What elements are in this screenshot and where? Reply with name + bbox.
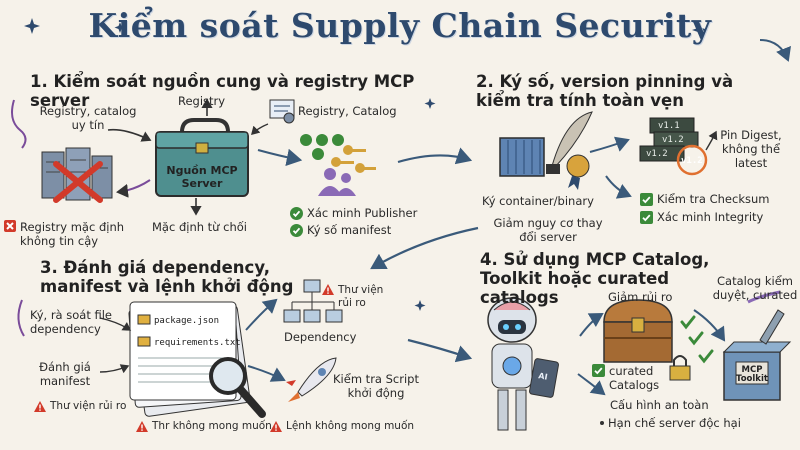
- limit-server-item: Hạn chế server độc hại: [600, 416, 741, 430]
- seal-badge-icon: [566, 154, 590, 190]
- version-chip-1: v1.1: [658, 121, 680, 131]
- registry-catalog-monitor-icon: [269, 99, 295, 124]
- limit-server-label: Hạn chế server độc hại: [608, 416, 741, 430]
- section-2-heading: 2. Ký số, version pinning và kiểm tra tí…: [476, 72, 734, 110]
- sparkle-icon: [24, 18, 708, 311]
- green-checks-icon: [680, 315, 714, 364]
- green-check-icon: [290, 223, 303, 237]
- robot-icon: [487, 297, 559, 431]
- reviewed-catalog-label: Catalog kiểm duyệt, curated: [712, 274, 798, 302]
- registry-catalog-label: Registry, Catalog: [298, 104, 397, 118]
- version-chip-2: v1.2: [662, 135, 684, 145]
- treasure-chest-icon: [603, 299, 673, 363]
- section-3-heading: 3. Đánh giá dependency, manifest và lệnh…: [40, 258, 294, 296]
- dependency-label: Dependency: [284, 330, 357, 344]
- unwanted-threat-label: Thr không mong muốn: [152, 420, 272, 432]
- untrusted-server-rack-icon: [41, 147, 113, 203]
- red-x-icon: [4, 220, 16, 232]
- container-icon: [499, 137, 545, 177]
- mcp-server-source-toolbox-icon: [155, 118, 249, 197]
- integrity-item: Xác minh Integrity: [640, 210, 763, 224]
- rocket-icon: [286, 357, 337, 402]
- verify-publisher-label: Xác minh Publisher: [307, 206, 418, 220]
- untrusted-registry-item: Registry mặc định không tin cậy: [4, 220, 132, 248]
- safe-config-label: Cấu hình an toàn: [610, 398, 709, 412]
- sign-manifest-item: Ký số manifest: [290, 223, 391, 237]
- network-topology-icon: [283, 279, 343, 323]
- unwanted-threat-item: Thr không mong muốn: [136, 420, 272, 433]
- risky-library-left-item: Thư viện rủi ro: [34, 400, 126, 413]
- warning-icon: [270, 421, 282, 432]
- warning-icon: [34, 401, 46, 412]
- warning-icon: [322, 284, 334, 295]
- bullet-dot-icon: [600, 421, 604, 425]
- file-package-json: package.json: [154, 316, 220, 326]
- checksum-item: Kiểm tra Checksum: [640, 192, 769, 206]
- mcp-server-source-label: Nguồn MCP Server: [166, 164, 238, 190]
- version-chip-3: v1.2: [646, 149, 668, 159]
- risky-library-top-label: Thư viện rủi ro: [338, 284, 384, 309]
- sign-container-label: Ký container/binary: [482, 194, 594, 208]
- registry-label: Registry: [178, 94, 226, 108]
- file-requirements-txt: requirements.txt: [154, 338, 241, 348]
- green-check-box-icon: [640, 192, 653, 206]
- checksum-label: Kiểm tra Checksum: [657, 192, 770, 206]
- risky-library-top-item: Thư viện rủi ro: [322, 284, 388, 310]
- swirl-left-decoration: [11, 99, 27, 149]
- section-4-heading: 4. Sử dụng MCP Catalog, Toolkit hoặc cur…: [480, 250, 710, 307]
- pin-digest-label: Pin Digest, không thể latest: [720, 128, 782, 170]
- green-check-box-icon: [592, 364, 605, 377]
- reduce-risk-label: Giảm rủi ro: [608, 290, 673, 304]
- evaluate-manifest-label: Đánh giá manifest: [39, 360, 91, 388]
- unwanted-command-item: Lệnh không mong muốn: [270, 420, 414, 433]
- curated-catalogs-item: curated Catalogs: [592, 364, 667, 392]
- integrity-label: Xác minh Integrity: [657, 210, 764, 224]
- mcp-toolkit-box-icon: [722, 309, 792, 401]
- swirl-right-decoration: [759, 39, 791, 62]
- check-startup-script-label: Kiểm tra Script khởi động: [333, 372, 419, 400]
- sign-manifest-label: Ký số manifest: [307, 223, 392, 237]
- mcp-toolkit-label: MCP Toolkit: [736, 365, 768, 384]
- version-chips-icon: [639, 117, 708, 176]
- untrusted-registry-label: Registry mặc định không tin cậy: [20, 220, 125, 248]
- unwanted-command-label: Lệnh không mong muốn: [286, 420, 415, 432]
- curated-catalogs-label: curated Catalogs: [609, 364, 660, 392]
- magnifier-icon: [209, 357, 266, 418]
- padlock-icon: [669, 355, 691, 381]
- green-check-box-icon: [640, 210, 653, 224]
- default-deny-label: Mặc định từ chối: [152, 220, 247, 234]
- section-1-heading: 1. Kiểm soát nguồn cung và registry MCP …: [30, 72, 415, 110]
- version-chip-pinned: v1.2: [681, 156, 703, 166]
- sign-review-dependency-label: Ký, rà soát file dependency: [30, 308, 113, 336]
- verify-publisher-item: Xác minh Publisher: [290, 206, 417, 220]
- warning-icon: [136, 421, 148, 432]
- trusted-registry-label: Registry, catalog uy tín: [39, 104, 137, 132]
- publisher-verification-cluster-icon: [300, 134, 376, 196]
- green-check-icon: [290, 206, 303, 220]
- quill-pen-icon: [546, 111, 593, 174]
- risky-library-left-label: Thư viện rủi ro: [50, 400, 127, 412]
- page-title: Kiểm soát Supply Chain Security: [88, 6, 712, 45]
- reduce-change-risk-label: Giảm nguy cơ thay đổi server: [493, 216, 603, 244]
